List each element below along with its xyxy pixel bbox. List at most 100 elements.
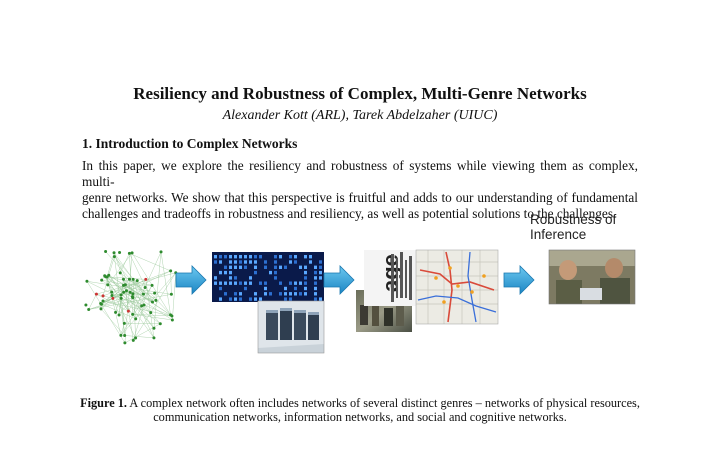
network-edge — [107, 276, 146, 280]
binary-digit — [234, 281, 237, 285]
network-node — [111, 296, 115, 300]
network-node — [112, 251, 116, 255]
binary-digit — [289, 260, 292, 264]
network-node — [141, 292, 145, 296]
network-edge — [153, 251, 162, 329]
binary-digit — [239, 297, 242, 301]
network-node — [143, 285, 147, 289]
network-node — [119, 293, 123, 297]
network-node — [149, 311, 153, 315]
binary-digit — [254, 260, 257, 264]
paragraph-line: challenges and tradeoffs in robustness a… — [82, 206, 617, 221]
binary-digit — [289, 255, 292, 259]
network-node — [122, 290, 126, 294]
binary-digit — [289, 292, 292, 296]
network-node — [118, 250, 122, 254]
binary-digit — [239, 255, 242, 259]
network-edge — [88, 294, 172, 310]
binary-digit — [219, 260, 222, 264]
binary-digit — [309, 255, 312, 259]
network-edge — [106, 276, 122, 336]
binary-digit — [314, 276, 317, 280]
binary-digit — [289, 297, 292, 301]
network-edge — [96, 272, 176, 295]
binary-digit — [224, 281, 227, 285]
paper-authors: Alexander Kott (ARL), Tarek Abdelzaher (… — [222, 108, 498, 123]
network-edge — [141, 285, 153, 307]
binary-digit — [229, 265, 232, 269]
network-edge — [108, 256, 115, 276]
binary-digit — [249, 260, 252, 264]
binary-digit — [274, 255, 277, 259]
binary-digit — [214, 276, 217, 280]
network-node — [144, 277, 148, 281]
binary-digit — [284, 286, 287, 291]
binary-digit — [254, 297, 257, 301]
network-edge — [88, 298, 122, 310]
network-edge — [132, 296, 156, 301]
network-node — [170, 314, 174, 318]
network-node — [94, 292, 98, 296]
network-node — [152, 326, 156, 330]
binary-code-image — [212, 252, 324, 302]
network-edge — [129, 253, 171, 272]
network-edge — [96, 293, 113, 299]
binary-digit — [229, 270, 232, 275]
network-edge — [100, 303, 136, 320]
network-node — [123, 341, 127, 345]
network-node — [123, 333, 127, 337]
binary-digit — [224, 270, 227, 275]
network-node — [159, 250, 163, 254]
network-edge — [101, 279, 126, 285]
network-edge — [124, 335, 154, 339]
network-edge — [86, 281, 126, 344]
network-node — [135, 279, 139, 283]
network-node — [158, 322, 162, 326]
binary-digit — [264, 265, 267, 269]
network-node — [126, 309, 130, 313]
binary-digit — [219, 286, 222, 291]
paragraph-line: genre networks. We show that this perspe… — [82, 190, 638, 205]
binary-digit — [319, 260, 322, 264]
network-node — [127, 251, 131, 255]
network-edge — [125, 284, 173, 317]
binary-digit — [239, 281, 242, 285]
network-node — [122, 321, 126, 325]
binary-digit — [214, 255, 217, 259]
network-edge — [132, 251, 162, 315]
network-node — [121, 277, 125, 281]
network-node — [127, 277, 131, 281]
binary-digit — [294, 286, 297, 291]
binary-digit — [244, 255, 247, 259]
section-heading: 1. Introduction to Complex Networks — [82, 136, 298, 151]
binary-digit — [224, 292, 227, 296]
network-node — [85, 279, 89, 283]
binary-digit — [279, 281, 282, 285]
network-node — [130, 295, 134, 299]
binary-digit — [244, 260, 247, 264]
network-edge — [132, 314, 173, 321]
network-graph — [84, 250, 178, 345]
robustness-label-line2: Inference — [530, 227, 587, 242]
binary-digit — [299, 292, 302, 296]
network-node — [169, 269, 173, 273]
binary-digit — [214, 260, 217, 264]
network-node — [169, 292, 173, 296]
binary-digit — [294, 281, 297, 285]
binary-digit — [279, 265, 282, 269]
network-node — [110, 294, 114, 298]
binary-digit — [279, 292, 282, 296]
network-edge — [105, 276, 153, 286]
binary-digit — [264, 292, 267, 296]
network-edge — [170, 270, 172, 295]
binary-digit — [264, 281, 267, 285]
binary-digit — [259, 297, 262, 301]
binary-digit — [304, 270, 307, 275]
binary-digit — [264, 260, 267, 264]
network-edge — [133, 272, 176, 341]
network-node — [131, 338, 135, 342]
network-edge — [102, 275, 109, 296]
binary-digit — [259, 281, 262, 285]
binary-digit — [254, 292, 257, 296]
